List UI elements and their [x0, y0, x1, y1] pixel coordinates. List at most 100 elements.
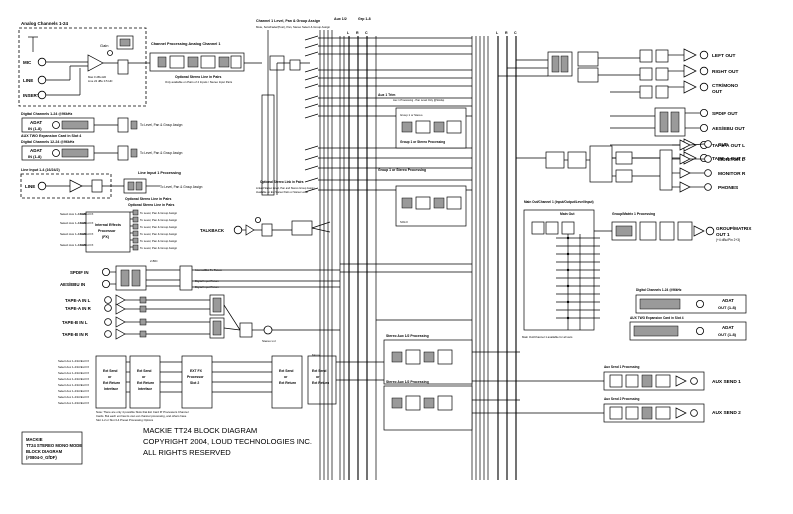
svg-text:Aux 1 Processing - Pan Level O: Aux 1 Processing - Pan Level Only @SHdsp [393, 98, 445, 102]
line-input-processing-title: Line Input 1 Processing [138, 171, 182, 175]
bus-links [250, 263, 520, 401]
tape-b-in-l-label: TAPE-B IN L [62, 320, 88, 325]
monitor-section: CUE MONITOR L MONITOR R PHONES [516, 139, 746, 193]
svg-text:Select Aux 1-4/Int/Ext FX: Select Aux 1-4/Int/Ext FX [58, 395, 89, 399]
svg-text:Main Out/Channel 1 (Input/Outp: Main Out/Channel 1 (Input/Output/Level/I… [524, 200, 594, 204]
svg-text:Ext Send: Ext Send [103, 369, 118, 373]
ctr-mono-label-1: CTR/MONO [712, 83, 738, 89]
spdif-out-label: SPDIF OUT [712, 111, 738, 117]
right-out-label: RIGHT OUT [712, 69, 738, 75]
adat-in-1-icon [52, 121, 60, 129]
to-level-label-1: To Level, Pan & Group Assign [140, 123, 183, 127]
svg-text:or: or [108, 375, 112, 379]
cue-out-label: CUE [718, 142, 729, 148]
channel-processing-title: Channel Processing Analog Channel 1 [151, 42, 220, 46]
svg-text:To Level, Pan & Group Assign: To Level, Pan & Group Assign [160, 185, 203, 189]
aesebu-in-label: AES/EBU IN [60, 282, 85, 287]
line-input-processing: Line Input 1-4 (16/24/2) LINE Line Input… [20, 168, 203, 201]
aux-twin-out-title: AUX TWO Expansion Card in Slot 4 [630, 316, 684, 320]
adat-out-2-sub: OUT (1-8) [718, 332, 737, 337]
group-matrix-section: Group/Matrix 1 Processing GROUP/MATRIX O… [594, 212, 752, 242]
group-aux-processing: Aux 1 Trim Aux 1 Processing - Pan Level … [378, 93, 473, 431]
tape-a-in-l-label: TAPE-A IN L [65, 298, 91, 303]
insert-label: INSERT [23, 93, 40, 98]
tape-inputs: TAPE-A IN L TAPE-A IN R TAPE-B IN L TAPE… [62, 294, 340, 357]
adat-out-1-label: ADAT [722, 298, 734, 303]
svg-text:Slot 1-2 or Slot 3-4 Preset Pr: Slot 1-2 or Slot 3-4 Preset Processing O… [96, 418, 154, 422]
main-outputs: LEFT OUT RIGHT OUT CTR/MONO OUT SPDIF OU… [498, 48, 746, 165]
line-jack-icon [37, 75, 47, 85]
stereo-aux1-title: Stereo Aux 1/2 Processing [386, 334, 429, 338]
svg-text:Select Aux 1-4/Int/Ext FX: Select Aux 1-4/Int/Ext FX [60, 212, 93, 216]
svg-text:To Level, Pan & Group Assign: To Level, Pan & Group Assign [140, 211, 178, 215]
adat-in-2-sub: IN (1-8) [28, 154, 42, 159]
aux-send-proc1-title: Aux Send 1 Processing [604, 365, 639, 369]
group-matrix-out-label-3: (+4 dBu/Pin 2+3) [716, 238, 740, 242]
svg-text:To Level, Pan & Group Assign: To Level, Pan & Group Assign [140, 239, 178, 243]
svg-text:2-BIC: 2-BIC [150, 259, 159, 263]
monitor-r-label: MONITOR R [718, 171, 746, 177]
phones-label: PHONES [718, 185, 739, 191]
aesebu-out-label: AES/EBU OUT [712, 126, 745, 132]
tape-a-out-r-label: TAPE-A OUT R [712, 156, 746, 162]
mix-buses: Aux 1/2 Grp 1-8 L R C L R C [318, 17, 517, 480]
svg-text:Group 1 or Stereo Processing: Group 1 or Stereo Processing [400, 140, 445, 144]
digital-stereo-inputs: SPDIF IN AES/EBU IN Internal/Ext Fx Retu… [60, 259, 250, 291]
main-out-title: Main Out [560, 212, 575, 216]
aux-send-section: Aux Send 1 Processing AUX SEND 1 Aux Sen… [472, 365, 741, 423]
tape-b-in-r-label: TAPE-B IN R [62, 332, 89, 337]
svg-text:Processor: Processor [98, 229, 116, 233]
adat-in-1-sub: IN (1-8) [28, 126, 42, 131]
svg-text:Select Aux 1-4/Int/Ext FX: Select Aux 1-4/Int/Ext FX [60, 232, 93, 236]
svg-text:Line 22 dBu 0.5 HD: Line 22 dBu 0.5 HD [88, 79, 112, 83]
analog-channels-title: Analog Channels 1-24 [21, 21, 69, 26]
svg-text:Slot 2: Slot 2 [190, 381, 199, 385]
svg-text:(FX): (FX) [102, 235, 110, 239]
group-matrix-out-label-2: OUT 1 [716, 232, 730, 237]
svg-text:To Level, Pan & Group Assign: To Level, Pan & Group Assign [140, 225, 178, 229]
footer-line3: BLOCK DIAGRAM [26, 449, 63, 454]
tape-a-in-r-label: TAPE-A IN R [65, 306, 92, 311]
aux-send-2-label: AUX SEND 2 [712, 410, 741, 416]
left-out-amp-icon [683, 48, 697, 62]
ctr-mono-amp-icon [683, 80, 697, 94]
bus-label-l1: L [347, 31, 350, 35]
footer-info: MACKIE TT24 STEREO MONO MODE BLOCK DIAGR… [21, 431, 83, 465]
svg-text:Max 0 dBu HD: Max 0 dBu HD [88, 75, 106, 79]
bus-label-grp: Grp 1-8 [358, 17, 371, 21]
channel-level-section: Channel 1 Level, Pan & Group Assign Mute… [256, 19, 330, 196]
aux-send-proc2-title: Aux Send 2 Processing [604, 397, 639, 401]
mic-jack-icon [37, 57, 47, 67]
svg-text:Select Aux 1-4/Int/Ext FX: Select Aux 1-4/Int/Ext FX [60, 243, 93, 247]
svg-text:Optional Stereo Line in Pairs: Optional Stereo Line in Pairs [125, 197, 171, 201]
bus-label-c2: C [514, 31, 517, 35]
title-line2: COPYRIGHT 2004, LOUD TECHNOLOGIES INC. [143, 437, 312, 446]
title-line1: MACKIE TT24 BLOCK DIAGRAM [143, 426, 257, 435]
analog-channel-section: Analog Channels 1-24 MIC LINE INSERT Gai… [18, 21, 147, 107]
title-line3: ALL RIGHTS RESERVED [143, 448, 231, 457]
main-out-section: Main Out/Channel 1 (Input/Output/Level/I… [522, 200, 600, 339]
group-matrix-out-label-1: GROUP/MATRIX [716, 226, 752, 231]
svg-text:SOLO: SOLO [400, 220, 409, 224]
adat-out-1-sub: OUT (1-8) [718, 305, 737, 310]
svg-text:Main Out/Channel 1 available f: Main Out/Channel 1 available for all out… [522, 335, 573, 339]
svg-text:or: or [316, 375, 320, 379]
digital-channels-input: Digital Channels 1-24 @96kHz ADAT IN (1-… [21, 112, 118, 161]
adat-in-1-label: ADAT [30, 120, 42, 125]
gain-label: Gain [100, 43, 108, 48]
optional-stereo-label: Optional Stereo Line in Pairs [175, 75, 221, 79]
input-selectors: To Level, Pan & Group Assign To Level, P… [117, 59, 183, 161]
svg-text:Line Input 1-4 (16/24/2): Line Input 1-4 (16/24/2) [21, 168, 61, 172]
svg-text:Select Aux 1-4/Int/Ext FX: Select Aux 1-4/Int/Ext FX [58, 383, 89, 387]
digital-channels-out-title: Digital Channels 1-24 @96kHz [636, 288, 682, 292]
line2-label: LINE [25, 184, 35, 189]
mic-input-label: MIC [23, 60, 32, 65]
svg-text:or: or [142, 375, 146, 379]
svg-text:EXT FX: EXT FX [190, 369, 203, 373]
channel1-level-title: Channel 1 Level, Pan & Group Assign [256, 19, 320, 23]
bus-label-r1: R [356, 31, 359, 35]
footer-line2: TT24 STEREO MONO MODE [26, 443, 82, 448]
monitor-l-label: MONITOR L [718, 157, 745, 163]
svg-text:Select Aux 1-4/Int/Ext FX: Select Aux 1-4/Int/Ext FX [58, 377, 89, 381]
